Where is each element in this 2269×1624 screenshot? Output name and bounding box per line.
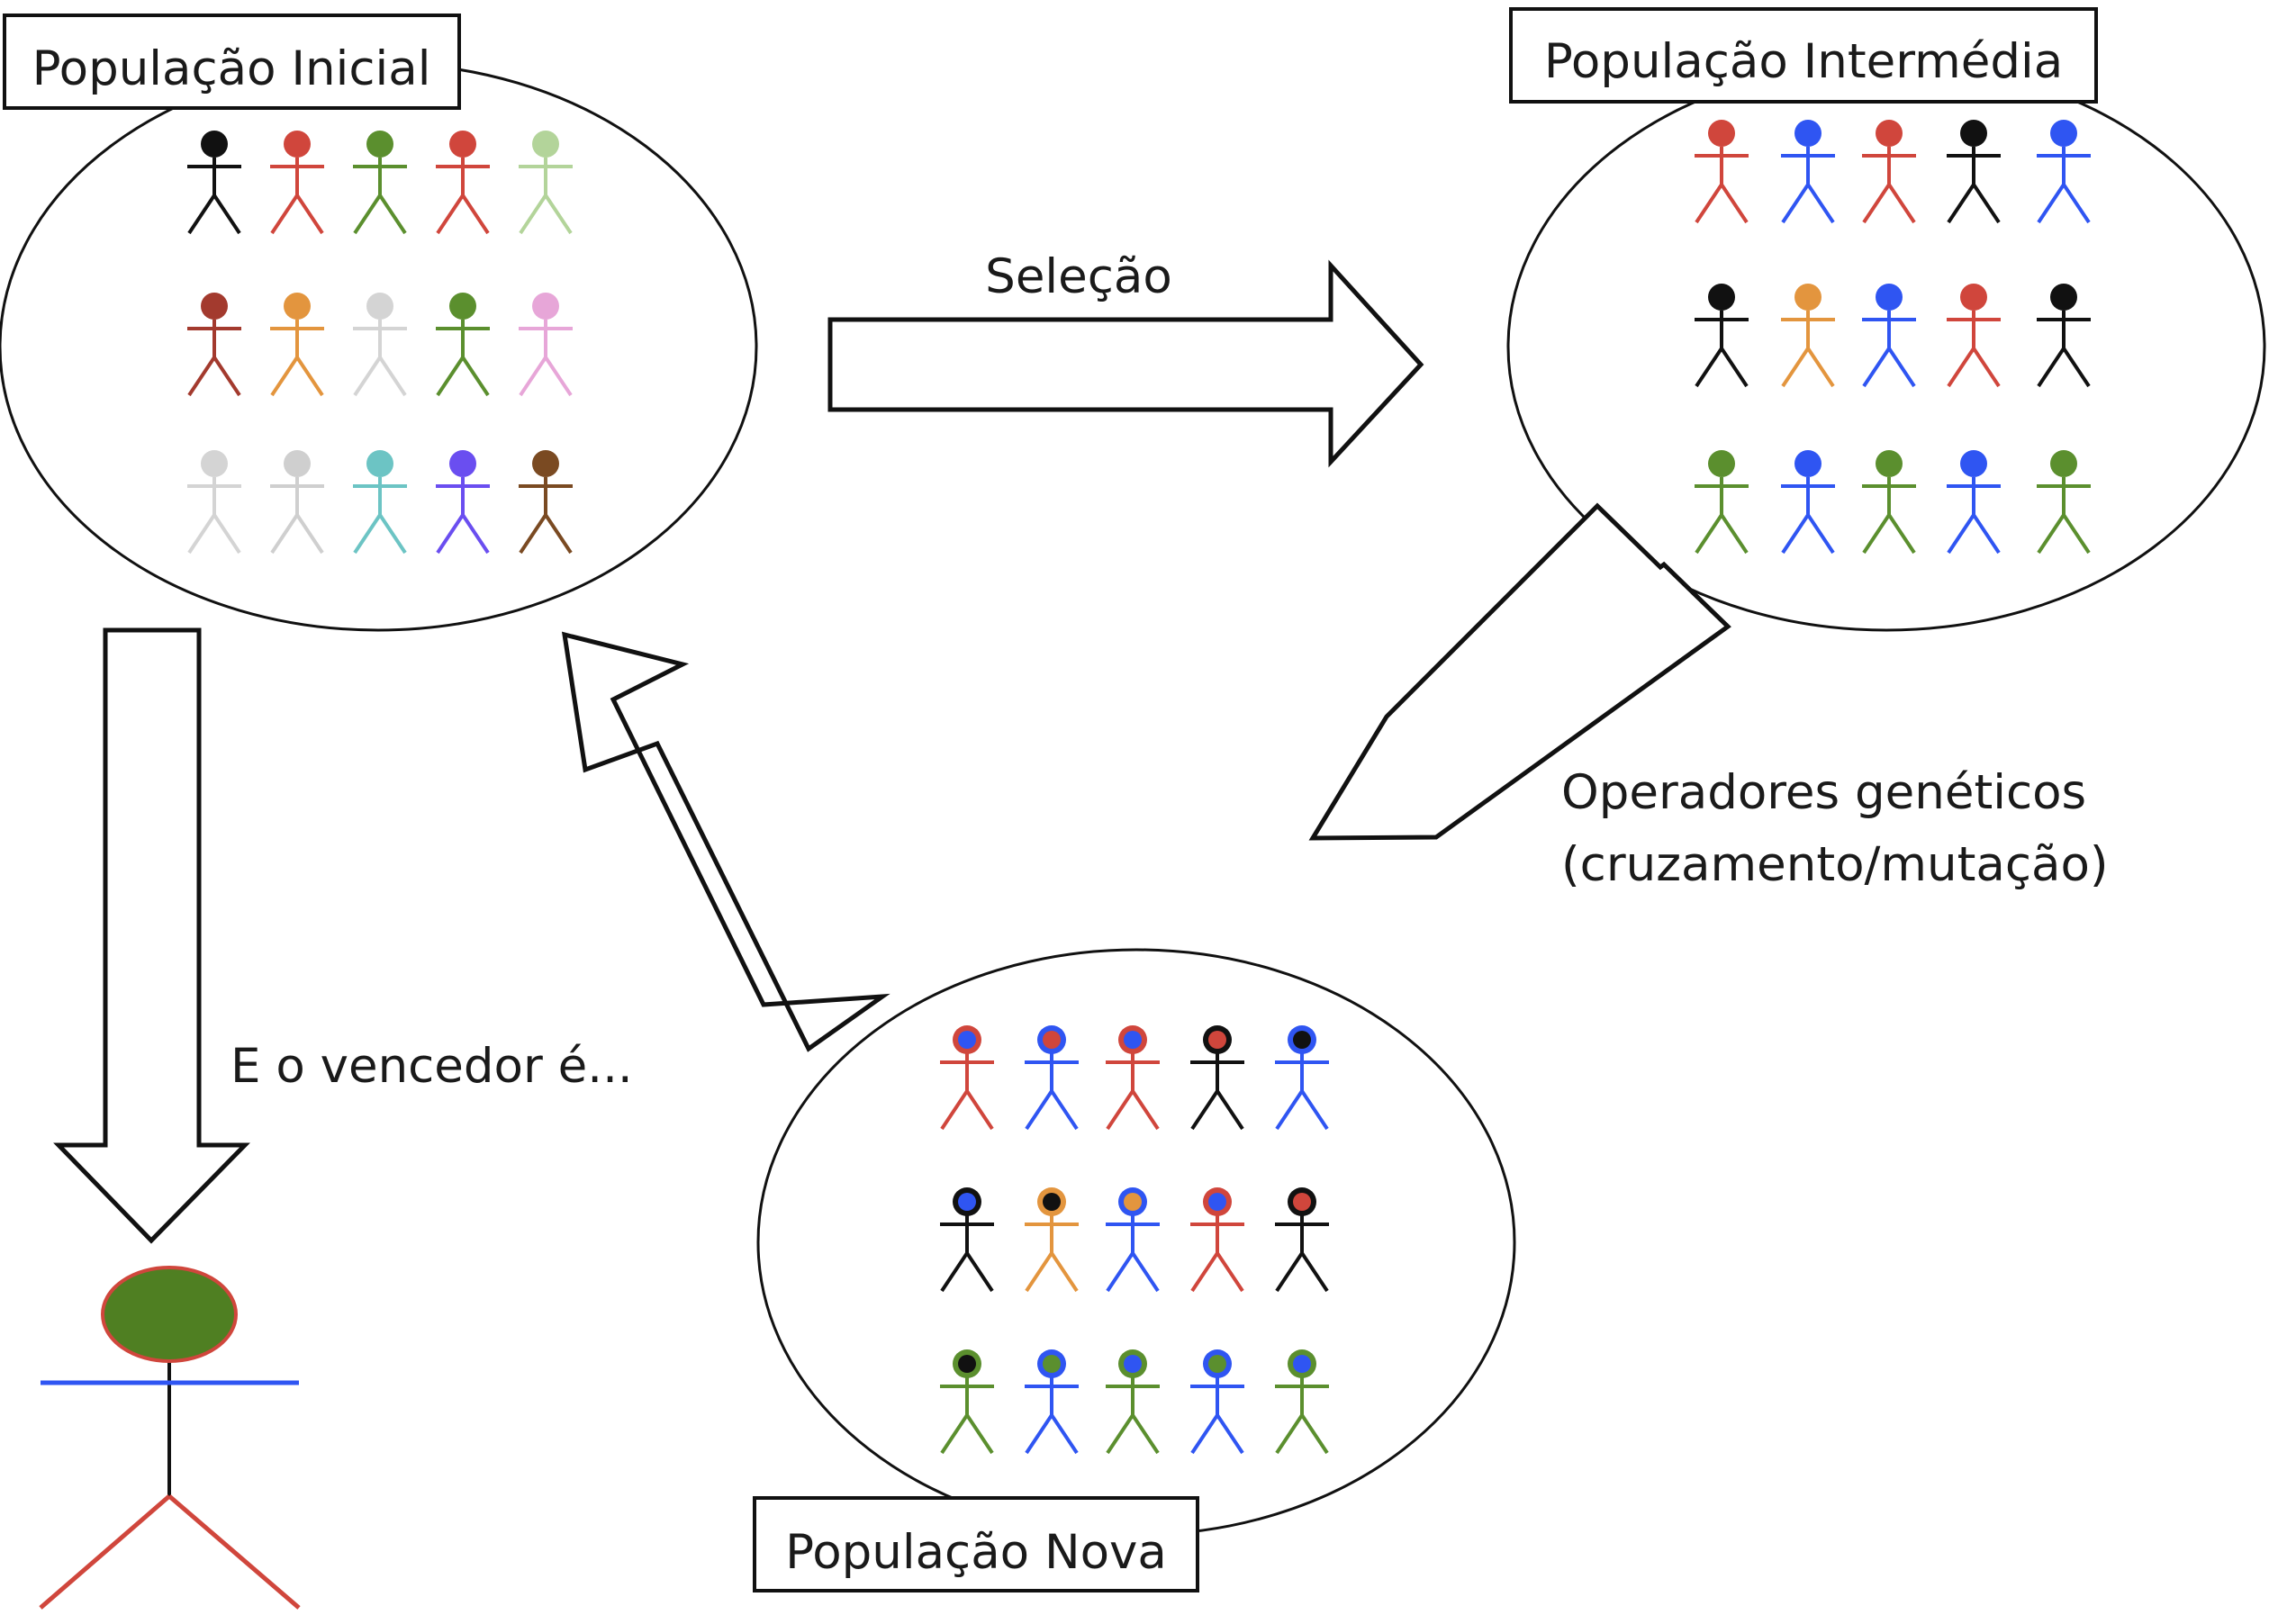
new-figure-2-3 (1106, 1187, 1160, 1293)
initial-figure-3-4 (436, 450, 490, 555)
initial-figure-1-1 (187, 131, 241, 235)
new-figure-2-2 (1025, 1187, 1079, 1293)
intermediate-figure-3-3 (1862, 450, 1916, 555)
return-arrow (561, 631, 890, 1052)
initial-figure-2-1 (187, 293, 241, 397)
intermediate-figure-3-5 (2037, 450, 2091, 555)
genetic-operators-label-line1: Operadores genéticos (1561, 765, 2086, 820)
intermediate-figure-2-5 (2037, 284, 2091, 388)
new-population-label-box: População Nova (753, 1496, 1199, 1592)
intermediate-population-label-box: População Intermédia (1509, 7, 2098, 104)
winner-head (101, 1266, 238, 1363)
selection-arrow (827, 259, 1424, 468)
initial-population-figures (187, 131, 573, 555)
new-figure-3-2 (1025, 1349, 1079, 1455)
new-figure-3-3 (1106, 1349, 1160, 1455)
intermediate-figure-2-3 (1862, 284, 1916, 388)
intermediate-figure-3-2 (1781, 450, 1835, 555)
initial-figure-2-3 (353, 293, 407, 397)
new-figure-2-1 (940, 1187, 994, 1293)
intermediate-population-label: População Intermédia (1544, 34, 2063, 89)
new-population-label: População Nova (785, 1525, 1167, 1580)
intermediate-figure-2-4 (1947, 284, 2001, 388)
new-figure-3-5 (1275, 1349, 1329, 1455)
intermediate-figure-1-2 (1781, 120, 1835, 224)
initial-figure-2-5 (519, 293, 573, 397)
initial-figure-2-4 (436, 293, 490, 397)
genetic-operators-label-line2: (cruzamento/mutação) (1561, 837, 2109, 892)
intermediate-figure-1-4 (1947, 120, 2001, 224)
new-figure-1-1 (940, 1025, 994, 1131)
winner-label: E o vencedor é... (231, 1039, 633, 1094)
selection-label: Seleção (985, 249, 1172, 304)
intermediate-figure-3-4 (1947, 450, 2001, 555)
new-figure-1-5 (1275, 1025, 1329, 1131)
new-population-figures (940, 1025, 1329, 1455)
winner-right-leg (167, 1494, 301, 1610)
new-figure-1-2 (1025, 1025, 1079, 1131)
intermediate-figure-1-1 (1695, 120, 1749, 224)
initial-figure-3-3 (353, 450, 407, 555)
genetic-operators-arrow (1308, 502, 1731, 841)
new-figure-3-1 (940, 1349, 994, 1455)
initial-figure-1-5 (519, 131, 573, 235)
initial-population-label: População Inicial (32, 41, 431, 96)
intermediate-figure-1-3 (1862, 120, 1916, 224)
initial-figure-1-2 (270, 131, 324, 235)
intermediate-figure-2-1 (1695, 284, 1749, 388)
winner-arrow (53, 627, 250, 1244)
intermediate-population-figures (1695, 120, 2091, 555)
intermediate-figure-1-5 (2037, 120, 2091, 224)
intermediate-figure-3-1 (1695, 450, 1749, 555)
winner-figure (39, 1266, 301, 1610)
new-figure-2-4 (1190, 1187, 1244, 1293)
initial-figure-3-1 (187, 450, 241, 555)
winner-left-leg (39, 1494, 171, 1610)
initial-figure-1-3 (353, 131, 407, 235)
intermediate-figure-2-2 (1781, 284, 1835, 388)
new-figure-1-3 (1106, 1025, 1160, 1131)
new-figure-2-5 (1275, 1187, 1329, 1293)
initial-figure-3-5 (519, 450, 573, 555)
new-figure-3-4 (1190, 1349, 1244, 1455)
new-figure-1-4 (1190, 1025, 1244, 1131)
initial-figure-3-2 (270, 450, 324, 555)
initial-figure-2-2 (270, 293, 324, 397)
initial-figure-1-4 (436, 131, 490, 235)
initial-population-label-box: População Inicial (3, 14, 461, 110)
